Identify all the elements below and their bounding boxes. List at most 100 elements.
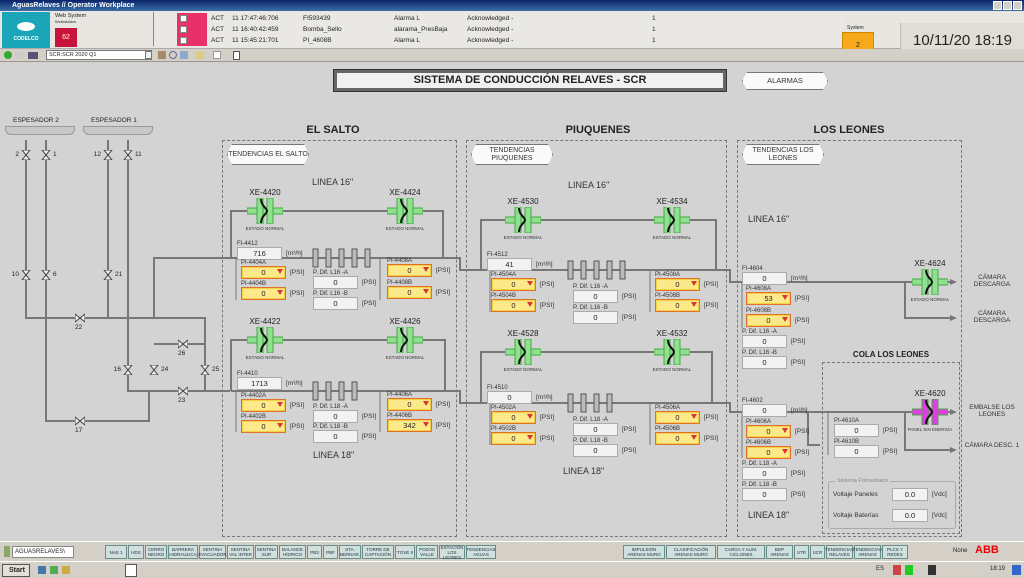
- quicklaunch-icon[interactable]: [38, 566, 46, 574]
- value-display[interactable]: 0: [573, 423, 618, 436]
- workspace-selector[interactable]: AGUASRELAVES\: [12, 546, 74, 558]
- isolation-valve-icon[interactable]: [653, 338, 691, 366]
- pressure-indicator[interactable]: 0: [655, 411, 700, 424]
- back-icon[interactable]: [4, 51, 12, 59]
- pressure-indicator[interactable]: 0: [491, 278, 536, 291]
- manual-valve-icon[interactable]: [20, 149, 32, 161]
- pressure-indicator[interactable]: 0: [491, 432, 536, 445]
- value-display[interactable]: 716: [237, 247, 282, 260]
- isolation-valve-icon[interactable]: [504, 206, 542, 234]
- value-display[interactable]: 0: [313, 410, 358, 423]
- trends-button[interactable]: TENDENCIAS PIUQUENES: [471, 144, 553, 165]
- isolation-valve-icon[interactable]: [911, 398, 949, 426]
- pressure-indicator[interactable]: 0: [387, 398, 432, 411]
- value-display[interactable]: 41: [487, 258, 532, 271]
- alarm-count-badge[interactable]: 62: [55, 28, 77, 47]
- nav-button[interactable]: HDS: [128, 545, 144, 559]
- isolation-valve-icon[interactable]: [386, 326, 424, 354]
- address-dropdown-icon[interactable]: [145, 51, 152, 59]
- manual-valve-icon[interactable]: [102, 269, 114, 281]
- nav-button[interactable]: TENDENCIAS RELAVES: [825, 545, 855, 559]
- isolation-valve-icon[interactable]: [246, 197, 284, 225]
- nav-button[interactable]: NAE 1: [105, 545, 127, 559]
- alarm-ack-icon[interactable]: [180, 37, 187, 44]
- value-display[interactable]: 0: [834, 424, 879, 437]
- pressure-indicator[interactable]: 53: [746, 292, 791, 305]
- forward-icon[interactable]: [15, 51, 23, 59]
- nav-button[interactable]: IMPULSIÓN ARENAS MURO: [623, 545, 665, 559]
- workplace-icon[interactable]: [28, 52, 38, 59]
- pressure-indicator[interactable]: 0: [746, 425, 791, 438]
- pressure-indicator[interactable]: 0: [746, 446, 791, 459]
- alarms-button[interactable]: ALARMAS: [742, 72, 828, 90]
- pressure-indicator[interactable]: 0: [746, 314, 791, 327]
- pressure-indicator[interactable]: 0: [491, 411, 536, 424]
- pressure-indicator[interactable]: 0: [387, 264, 432, 277]
- manual-valve-icon[interactable]: [148, 364, 160, 376]
- pressure-indicator[interactable]: 0: [241, 399, 286, 412]
- manual-valve-icon[interactable]: [199, 364, 211, 376]
- isolation-valve-icon[interactable]: [386, 197, 424, 225]
- manual-valve-icon[interactable]: [102, 149, 114, 161]
- value-display[interactable]: 0: [573, 444, 618, 457]
- page-icon[interactable]: [213, 51, 221, 59]
- isolation-valve-icon[interactable]: [911, 268, 949, 296]
- nav-button[interactable]: BALANCE HÍDRICO: [279, 545, 306, 559]
- value-display[interactable]: 0: [573, 290, 618, 303]
- pressure-indicator[interactable]: 0: [241, 420, 286, 433]
- value-display[interactable]: 0: [742, 356, 787, 369]
- nav-button[interactable]: TOVE II: [395, 545, 415, 559]
- manual-valve-icon[interactable]: [177, 338, 189, 350]
- folder-icon[interactable]: [196, 51, 204, 59]
- pressure-indicator[interactable]: 0: [655, 299, 700, 312]
- manual-valve-icon[interactable]: [122, 149, 134, 161]
- pressure-indicator[interactable]: 0: [387, 286, 432, 299]
- value-display[interactable]: 0: [742, 272, 787, 285]
- nav-button[interactable]: CLASIFICACIÓN ARENAS MURO: [666, 545, 716, 559]
- pressure-indicator[interactable]: 0: [241, 287, 286, 300]
- value-display[interactable]: 0: [313, 430, 358, 443]
- start-button[interactable]: Start: [2, 564, 30, 577]
- value-display[interactable]: 0: [742, 488, 787, 501]
- nav-button[interactable]: SENTINA VAL INTER: [227, 545, 254, 559]
- tray-icon[interactable]: [928, 565, 936, 575]
- value-display[interactable]: 1713: [237, 377, 282, 390]
- refresh-icon[interactable]: [180, 51, 188, 59]
- thickener-icon[interactable]: [83, 126, 153, 135]
- taskbar-app-icon[interactable]: [125, 564, 137, 577]
- show-desktop-icon[interactable]: [1012, 565, 1021, 575]
- nav-button[interactable]: BARRERA HIDRAULICA: [168, 545, 198, 559]
- manual-valve-icon[interactable]: [122, 364, 134, 376]
- value-display[interactable]: 0: [742, 404, 787, 417]
- document-icon[interactable]: [233, 51, 240, 60]
- trends-button[interactable]: TENDENCIAS LOS LEONES: [742, 144, 824, 165]
- pressure-indicator[interactable]: 0: [241, 266, 286, 279]
- search-icon[interactable]: [169, 51, 177, 59]
- pressure-indicator[interactable]: 0: [491, 299, 536, 312]
- nav-button[interactable]: PBF: [323, 545, 338, 559]
- value-display[interactable]: 0: [313, 297, 358, 310]
- nav-button[interactable]: CERRO NEGRO: [145, 545, 167, 559]
- tool-icon[interactable]: [158, 51, 166, 59]
- manual-valve-icon[interactable]: [40, 269, 52, 281]
- nav-button[interactable]: SENTINA EVACUADOR: [198, 545, 227, 559]
- language-indicator[interactable]: ES: [876, 566, 885, 572]
- value-display[interactable]: 0: [487, 391, 532, 404]
- isolation-valve-icon[interactable]: [653, 206, 691, 234]
- minimize-button[interactable]: [993, 1, 1002, 10]
- value-display[interactable]: 0: [742, 467, 787, 480]
- nav-button[interactable]: PLCS Y REDES: [882, 545, 908, 559]
- manual-valve-icon[interactable]: [74, 415, 86, 427]
- manual-valve-icon[interactable]: [177, 385, 189, 397]
- value-display[interactable]: 0: [313, 276, 358, 289]
- nav-button[interactable]: ESTACIÓN LOS LEONES: [439, 544, 465, 560]
- nav-button[interactable]: STR: [794, 545, 809, 559]
- restore-button[interactable]: [1003, 1, 1012, 10]
- value-display[interactable]: 0: [834, 445, 879, 458]
- trends-button[interactable]: TENDENCIAS EL SALTO: [227, 144, 309, 165]
- nav-button[interactable]: BDP ARENAS: [766, 545, 793, 559]
